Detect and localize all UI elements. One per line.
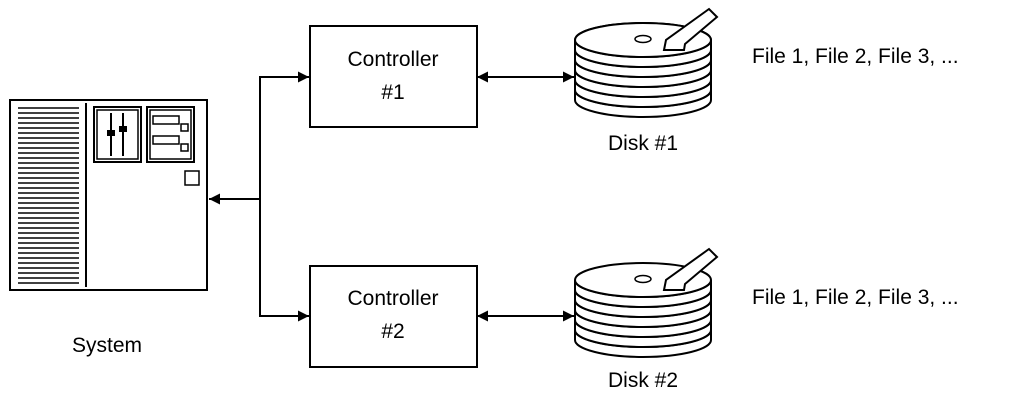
controller-2-box [309,265,478,368]
disk-2-read-arm [662,247,719,291]
controller-1-box [309,25,478,128]
controller-2-label-line2: #2 [381,320,404,343]
disk-2-label: Disk #2 [608,369,678,392]
system-label: System [72,334,142,357]
vent-grille [18,107,79,284]
disk-2-files: File 1, File 2, File 3, ... [752,286,959,309]
controller-2: Controller #2 [309,265,478,368]
drive-bay-panel [146,106,195,163]
disk-2-icon [574,247,719,358]
system-computer [9,99,208,291]
connections [209,71,574,322]
controller-1: Controller #1 [309,25,478,128]
controller-2-label-line1: Controller [347,287,438,310]
disk-1-label: Disk #1 [608,132,678,155]
controller-1-label-line1: Controller [347,48,438,71]
disk-1-read-arm [662,7,719,51]
disk-1-icon [574,7,719,118]
status-indicator [184,170,200,186]
controller-1-label-line2: #1 [381,81,404,104]
slider-panel [93,106,142,163]
disk-1-files: File 1, File 2, File 3, ... [752,45,959,68]
